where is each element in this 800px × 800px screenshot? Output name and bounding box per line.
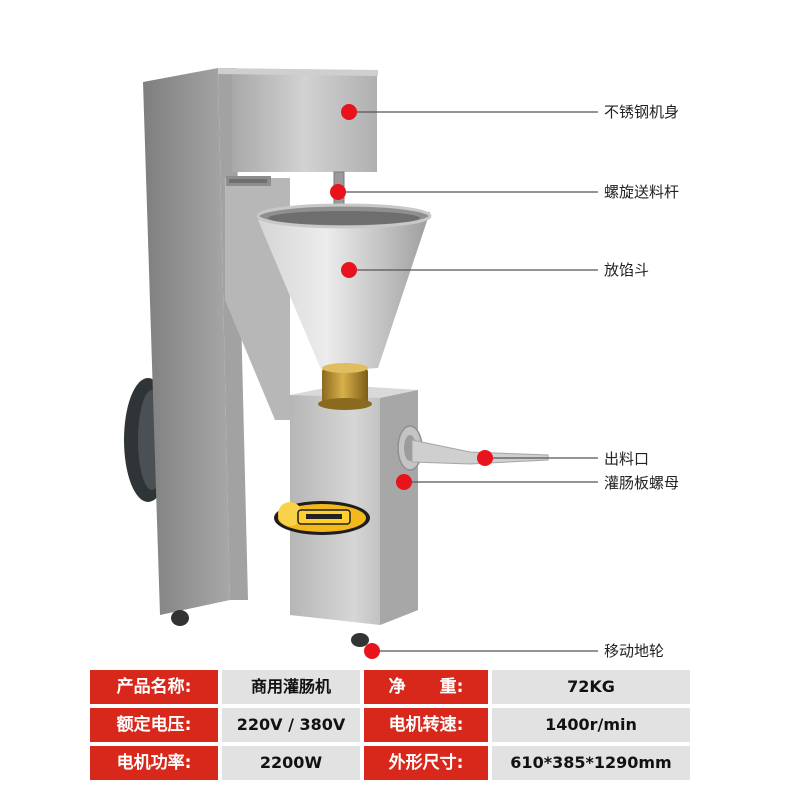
callout-casters: 移动地轮 <box>604 642 665 660</box>
spec-label: 外形尺寸: <box>364 746 488 780</box>
spec-label: 产品名称: <box>90 670 218 704</box>
callout-auger: 螺旋送料杆 <box>604 183 680 201</box>
brass-collar <box>318 363 372 410</box>
callout-marker <box>330 184 346 200</box>
callout-marker <box>477 450 493 466</box>
spec-value: 610*385*1290mm <box>492 746 690 780</box>
callout-hopper: 放馅斗 <box>604 261 650 279</box>
spec-row: 额定电压: 220V / 380V 电机转速: 1400r/min <box>90 708 690 742</box>
spec-row: 产品名称: 商用灌肠机 净 重: 72KG <box>90 670 690 704</box>
spec-label: 净 重: <box>364 670 488 704</box>
spec-value: 2200W <box>222 746 360 780</box>
callout-leaders <box>338 111 598 652</box>
spec-label: 额定电压: <box>90 708 218 742</box>
callout-marker <box>341 104 357 120</box>
caster-wheels <box>171 610 369 647</box>
callout-nut: 灌肠板螺母 <box>604 474 680 492</box>
spec-value: 1400r/min <box>492 708 690 742</box>
spec-label: 电机转速: <box>364 708 488 742</box>
callout-marker <box>364 643 380 659</box>
spec-label: 电机功率: <box>90 746 218 780</box>
callout-markers <box>330 104 493 659</box>
callout-marker <box>396 474 412 490</box>
callout-outlet: 出料口 <box>604 450 650 468</box>
filling-hopper <box>256 203 432 372</box>
stainless-steel-body <box>143 68 378 615</box>
spec-table: 产品名称: 商用灌肠机 净 重: 72KG 额定电压: 220V / 380V … <box>90 670 690 786</box>
callout-marker <box>341 262 357 278</box>
spec-row: 电机功率: 2200W 外形尺寸: 610*385*1290mm <box>90 746 690 780</box>
callout-body: 不锈钢机身 <box>604 103 680 121</box>
brand-logo <box>274 501 370 535</box>
spec-value: 商用灌肠机 <box>222 670 360 704</box>
sausage-stuffer-machine-illustration <box>124 68 598 659</box>
spec-value: 72KG <box>492 670 690 704</box>
spec-value: 220V / 380V <box>222 708 360 742</box>
